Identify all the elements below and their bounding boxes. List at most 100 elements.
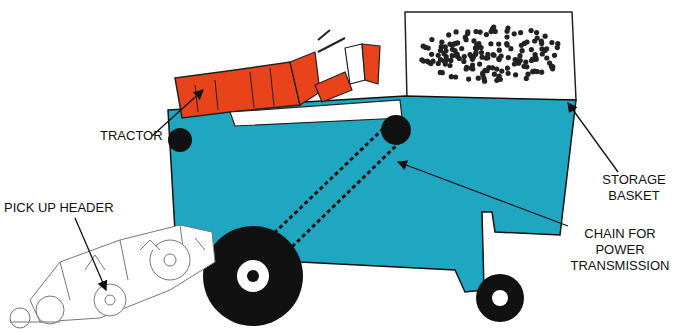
grain-dot [492, 72, 497, 77]
grain-dot [529, 28, 534, 33]
grain-dot [506, 71, 511, 76]
grain-dot [532, 38, 537, 43]
grain-dot [459, 46, 464, 51]
grain-dot [525, 72, 530, 77]
grain-dot [436, 53, 441, 58]
grain-dot [518, 30, 523, 35]
grain-dot [430, 59, 435, 64]
basket-grain [419, 25, 560, 84]
grain-dot [447, 41, 452, 46]
grain-dot [497, 48, 502, 53]
grain-dot [482, 68, 487, 73]
grain-dot [464, 37, 469, 42]
part-label: PICK UP HEADER [4, 200, 144, 216]
grain-dot [539, 70, 544, 75]
grain-dot [466, 77, 471, 82]
grain-dot [520, 48, 525, 53]
grain-dot [450, 53, 455, 58]
grain-dot [480, 55, 485, 60]
grain-dot [530, 69, 535, 74]
grain-dot [543, 34, 548, 39]
grain-dot [508, 46, 513, 51]
grain-dot [426, 60, 431, 65]
grain-dot [529, 47, 534, 52]
grain-dot [464, 66, 469, 71]
grain-dot [518, 58, 523, 63]
storage-basket [405, 12, 576, 100]
grain-dot [449, 74, 454, 79]
grain-dot [555, 45, 560, 50]
grain-dot [447, 63, 452, 68]
part-label: TRACTOR [100, 128, 180, 144]
grain-dot [478, 29, 483, 34]
grain-dot [496, 41, 501, 46]
grain-dot [513, 57, 518, 62]
part-label: STORAGE BASKET [598, 172, 670, 204]
grain-dot [479, 50, 484, 55]
grain-dot [452, 48, 457, 53]
grain-dot [462, 54, 467, 59]
grain-dot [446, 32, 451, 37]
grain-dot [504, 34, 509, 39]
leader-line [75, 90, 618, 290]
pick-up-header [10, 225, 215, 328]
grain-dot [429, 37, 434, 42]
grain-dot [465, 29, 470, 34]
grain-dot [448, 58, 453, 63]
part-label: CHAIN FOR POWER TRANSMISSION [570, 226, 670, 274]
grain-dot [539, 41, 544, 46]
grain-dot [505, 29, 510, 34]
grain-dot [439, 40, 444, 45]
grain-dot [485, 52, 490, 57]
grain-dot [523, 60, 528, 65]
grain-dot [455, 40, 460, 45]
grain-dot [491, 53, 496, 58]
grain-dot [552, 53, 557, 58]
grain-dot [491, 25, 496, 30]
grain-dot [491, 52, 496, 57]
grain-dot [438, 48, 443, 53]
grain-dot [513, 72, 518, 77]
grain-dot [544, 46, 549, 51]
grain-dot [477, 62, 482, 67]
grain-dot [539, 46, 544, 51]
grain-dot [429, 52, 434, 57]
grain-dot [522, 41, 527, 46]
grain-dot [488, 41, 493, 46]
grain-dot [476, 41, 481, 46]
rear-wheel [203, 226, 303, 326]
grain-dot [512, 31, 517, 36]
grain-dot [544, 55, 549, 60]
grain-dot [476, 76, 481, 81]
grain-dot [490, 65, 495, 70]
grain-dot [469, 65, 474, 70]
front-wheel [476, 274, 524, 322]
grain-dot [499, 69, 504, 74]
grain-dot [540, 51, 545, 56]
grain-dot [484, 32, 489, 37]
grain-dot [530, 69, 535, 74]
grain-dot [497, 73, 502, 78]
grain-dot [440, 70, 445, 75]
grain-dot [419, 57, 424, 62]
grain-dot [421, 44, 426, 49]
grain-dot [506, 55, 511, 60]
grain-dot [499, 53, 504, 58]
grain-dot [549, 40, 554, 45]
grain-dot [534, 30, 539, 35]
grain-dot [530, 57, 535, 62]
grain-dot [468, 52, 473, 57]
grain-dot [504, 41, 509, 46]
grain-dot [480, 73, 485, 78]
grain-dot [473, 50, 478, 55]
grain-dot [547, 60, 552, 65]
grain-dot [461, 59, 466, 64]
grain-dot [473, 45, 478, 50]
tractor [168, 30, 411, 152]
grain-dot [482, 79, 487, 84]
grain-dot [436, 61, 441, 66]
grain-dot [454, 29, 459, 34]
grain-dot [505, 66, 510, 71]
